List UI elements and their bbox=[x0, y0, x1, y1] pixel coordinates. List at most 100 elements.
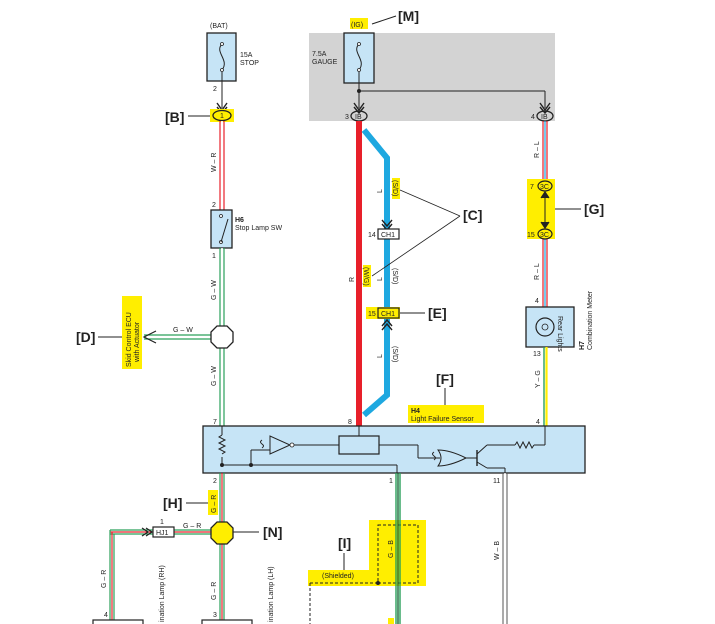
connector-3c-15 bbox=[537, 228, 553, 240]
svg-text:14: 14 bbox=[368, 232, 376, 239]
wg-tag: (W/G) bbox=[362, 267, 369, 286]
skid-ecu-highlight bbox=[122, 296, 142, 369]
fuse-stop-rating: 15A bbox=[240, 52, 253, 59]
svg-text:15: 15 bbox=[527, 232, 535, 239]
svg-text:7: 7 bbox=[530, 184, 534, 191]
combination-meter bbox=[525, 306, 575, 348]
callout-e: [E] bbox=[428, 305, 447, 321]
connector-ch1-14 bbox=[377, 228, 400, 240]
svg-text:(S/D): (S/D) bbox=[391, 346, 398, 362]
rear-comb-rh-label: ination Lamp (RH) bbox=[159, 565, 166, 622]
callout-b: [B] bbox=[165, 109, 184, 125]
fuse-gauge-name: GAUGE bbox=[312, 59, 338, 66]
connector-arrow-icon bbox=[141, 527, 154, 537]
svg-text:3: 3 bbox=[213, 612, 217, 619]
svg-text:R: R bbox=[349, 277, 356, 282]
svg-text:2: 2 bbox=[213, 478, 217, 485]
stop-lamp-sw-name: Stop Lamp SW bbox=[235, 225, 282, 232]
fuse-icon bbox=[219, 43, 225, 71]
shielded-label: (Shielded) bbox=[322, 573, 354, 580]
switch-icon bbox=[220, 218, 229, 243]
svg-text:G – W: G – W bbox=[173, 327, 193, 334]
svg-text:1: 1 bbox=[220, 113, 224, 120]
svg-text:8: 8 bbox=[348, 419, 352, 426]
wire-w-b-label: W – B bbox=[494, 541, 501, 560]
svg-text:Y – G: Y – G bbox=[535, 370, 542, 388]
svg-text:H4: H4 bbox=[411, 408, 420, 415]
connector-arrow-icon bbox=[381, 318, 393, 331]
svg-text:H7: H7 bbox=[579, 341, 586, 350]
skid-ecu-line2: with Actuator bbox=[134, 321, 141, 363]
svg-text:4: 4 bbox=[535, 298, 539, 305]
svg-text:3C: 3C bbox=[540, 232, 549, 239]
fuse-stop-pin: 2 bbox=[213, 86, 217, 93]
rear-comb-lamp-lh bbox=[201, 619, 253, 624]
fuse-gauge-rating: 7.5A bbox=[312, 51, 327, 58]
callout-n: [N] bbox=[263, 524, 282, 540]
connector-ch1-15 bbox=[377, 307, 400, 319]
svg-text:1: 1 bbox=[160, 519, 164, 526]
svg-text:L: L bbox=[377, 277, 384, 281]
svg-text:H6: H6 bbox=[235, 217, 244, 224]
svg-text:11: 11 bbox=[493, 478, 500, 485]
ig-supply-label: (IG) bbox=[351, 22, 363, 29]
callout-i: [I] bbox=[338, 535, 351, 551]
svg-text:G – R: G – R bbox=[211, 582, 218, 600]
svg-text:3C: 3C bbox=[540, 184, 549, 191]
sensor-label-highlight bbox=[408, 405, 484, 423]
amplifier-icon bbox=[269, 435, 292, 455]
svg-text:G – W: G – W bbox=[211, 280, 218, 300]
wire-g-r-label: G – R bbox=[211, 495, 218, 513]
resistor-icon bbox=[514, 440, 535, 450]
svg-text:IB: IB bbox=[541, 114, 548, 121]
skid-ecu-line1: Skid Control ECU bbox=[126, 312, 133, 367]
connector-hj1 bbox=[152, 526, 175, 538]
ig-highlight bbox=[350, 18, 368, 29]
connector-arrow-icon bbox=[539, 102, 551, 115]
svg-text:4: 4 bbox=[531, 114, 535, 121]
svg-text:G – R: G – R bbox=[183, 523, 201, 530]
wire-g-b-label: G – B bbox=[388, 540, 395, 558]
resistor-icon bbox=[217, 434, 227, 455]
rear-comb-lamp-rh bbox=[92, 619, 144, 624]
or-gate-icon bbox=[437, 449, 468, 467]
splice-n bbox=[210, 521, 234, 545]
callout-c: [C] bbox=[463, 207, 482, 223]
callout-f: [F] bbox=[436, 371, 454, 387]
wire-w-r-label: W – R bbox=[211, 153, 218, 172]
svg-text:R – L: R – L bbox=[534, 141, 541, 158]
rear-comb-lh-label: ination Lamp (LH) bbox=[268, 566, 275, 622]
svg-text:CH1: CH1 bbox=[381, 232, 395, 239]
svg-text:1: 1 bbox=[212, 253, 216, 260]
sensor-name: Light Failure Sensor bbox=[411, 416, 474, 423]
svg-text:L: L bbox=[377, 354, 384, 358]
splice-junction bbox=[210, 325, 234, 349]
arrow-to-ecu-icon bbox=[142, 330, 157, 344]
svg-text:L: L bbox=[377, 189, 384, 193]
connector-b bbox=[212, 109, 232, 122]
bulb-icon bbox=[535, 317, 555, 337]
wire-l bbox=[361, 128, 390, 418]
svg-text:13: 13 bbox=[533, 351, 541, 358]
svg-text:15: 15 bbox=[368, 311, 376, 318]
svg-text:R – L: R – L bbox=[534, 263, 541, 280]
combination-meter-name: Combination Meter bbox=[587, 290, 594, 350]
svg-text:G – W: G – W bbox=[211, 366, 218, 386]
svg-text:(S/D): (S/D) bbox=[391, 268, 398, 284]
connector-arrow-icon bbox=[540, 190, 550, 230]
svg-text:4: 4 bbox=[536, 419, 540, 426]
svg-text:G – R: G – R bbox=[101, 570, 108, 588]
svg-text:2: 2 bbox=[212, 202, 216, 209]
callout-g: [G] bbox=[584, 201, 604, 217]
fuse-stop-name: STOP bbox=[240, 60, 259, 67]
callout-d: [D] bbox=[76, 329, 95, 345]
svg-text:1: 1 bbox=[389, 478, 393, 485]
svg-text:CH1: CH1 bbox=[381, 311, 395, 318]
bat-supply-label: (BAT) bbox=[210, 23, 228, 30]
svg-text:IB: IB bbox=[355, 114, 362, 121]
connector-arrow-icon bbox=[353, 102, 365, 115]
svg-text:3: 3 bbox=[345, 114, 349, 121]
fuse-icon bbox=[356, 43, 362, 71]
svg-text:HJ1: HJ1 bbox=[156, 530, 169, 537]
